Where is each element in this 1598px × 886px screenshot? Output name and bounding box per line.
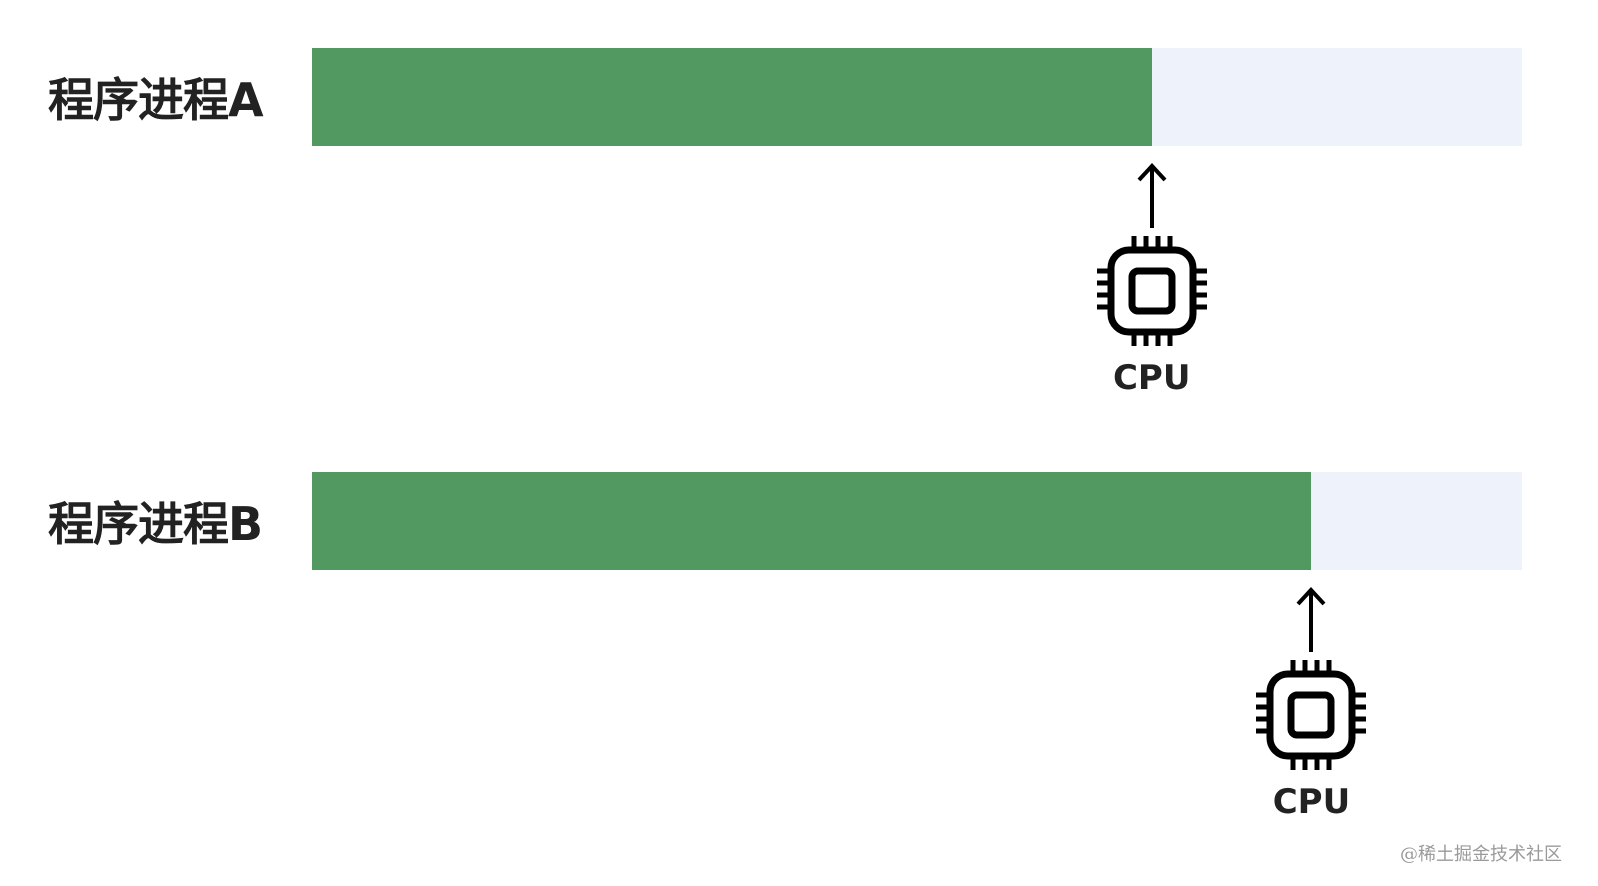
cpu-chip-icon — [1256, 587, 1367, 770]
up-arrow-icon — [1296, 587, 1326, 652]
process-label-b: 程序进程B — [48, 497, 263, 551]
cpu-pointer-a: CPU — [1087, 158, 1217, 408]
cpu-chip-icon — [1096, 163, 1207, 346]
cpu-icon — [1256, 660, 1367, 770]
cpu-pointer-b: CPU — [1246, 582, 1376, 832]
process-label-a: 程序进程A — [48, 73, 264, 127]
progress-fill-b — [312, 472, 1312, 570]
cpu-label-b: CPU — [1272, 782, 1351, 822]
progress-fill-a — [312, 48, 1152, 146]
process-row-a: 程序进程A — [0, 0, 1598, 400]
cpu-icon — [1096, 236, 1207, 346]
process-row-b: 程序进程B — [0, 424, 1598, 824]
up-arrow-icon — [1137, 163, 1167, 228]
cpu-label-a: CPU — [1112, 358, 1191, 398]
progress-track-b — [312, 472, 1522, 570]
watermark: @稀土掘金技术社区 — [1400, 844, 1562, 865]
progress-track-a — [312, 48, 1522, 146]
